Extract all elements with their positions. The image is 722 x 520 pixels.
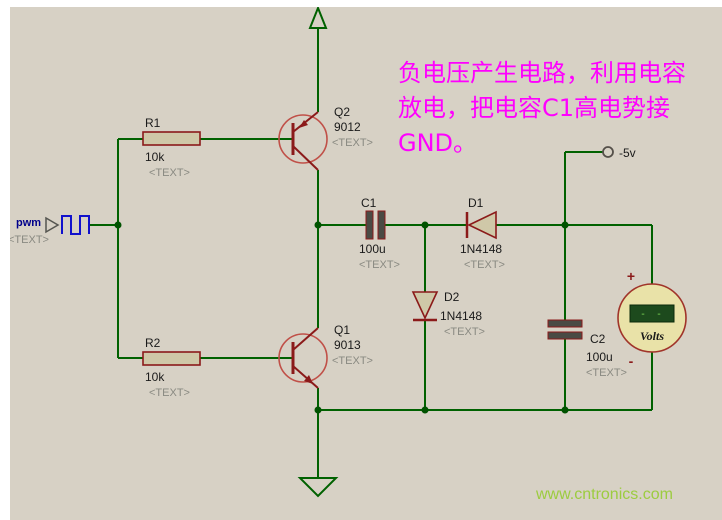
input-terminal-icon [45, 216, 60, 234]
cap-plate [547, 319, 583, 328]
emitter-arm [292, 365, 319, 389]
cap-plate [365, 210, 374, 240]
d2-ref: D2 [444, 290, 460, 304]
terminal-label: -5v [619, 146, 636, 160]
transistor-q1: Q1 9013 <TEXT> [278, 323, 373, 389]
d1-ref: D1 [468, 196, 484, 210]
resistor-body [142, 131, 201, 146]
c1-value: 100u [359, 242, 386, 256]
q2-value: 9012 [334, 120, 361, 134]
r2-ref: R2 [145, 336, 161, 350]
page-margin-left [0, 0, 10, 520]
q1-text: <TEXT> [332, 355, 373, 367]
transistor-q2: Q2 9012 <TEXT> [278, 105, 373, 171]
d2-text: <TEXT> [444, 326, 485, 338]
transistor-circle [278, 114, 328, 164]
diode-d1: D1 1N4148 <TEXT> [460, 196, 505, 271]
collector-arm [292, 327, 319, 351]
pwm-input: pwm <TEXT> [8, 215, 90, 246]
annotation-line: 负电压产生电路，利用电容 [398, 59, 686, 87]
collector-arm [292, 145, 319, 171]
wire-net [90, 28, 653, 478]
r1-value: 10k [145, 150, 165, 164]
q1-ref: Q1 [334, 323, 350, 337]
terminal-circle-icon [602, 146, 614, 158]
r1-text: <TEXT> [149, 167, 190, 179]
r2-text: <TEXT> [149, 387, 190, 399]
annotation-text: 负电压产生电路，利用电容 放电，把电容C1高电势接 GND。 [398, 56, 718, 161]
junction-dots [114, 221, 569, 414]
q2-text: <TEXT> [332, 137, 373, 149]
ground-icon [297, 477, 339, 498]
meter-lcd [629, 304, 675, 323]
resistor-body [142, 351, 201, 366]
r1-ref: R1 [145, 116, 161, 130]
output-terminal: -5v [602, 146, 636, 160]
voltmeter: - - Volts + - [617, 268, 687, 369]
meter-display: - - [640, 309, 664, 320]
diode-d2: D2 1N4148 <TEXT> [411, 290, 485, 338]
page-margin-top [0, 0, 722, 7]
cap-plate [547, 331, 583, 340]
c1-text: <TEXT> [359, 259, 400, 271]
c2-value: 100u [586, 350, 613, 364]
capacitor-c2: C2 100u <TEXT> [547, 319, 627, 379]
pulse-waveform-icon [61, 215, 90, 235]
transistor-circle [278, 333, 328, 383]
diode-triangle [411, 291, 439, 320]
meter-minus-mark: - [629, 353, 634, 369]
capacitor-c1: C1 100u <TEXT> [359, 196, 400, 271]
pwm-text: <TEXT> [8, 234, 49, 246]
meter-unit-label: Volts [640, 329, 664, 343]
power-arrow-icon [308, 5, 328, 29]
diode-triangle [467, 210, 497, 240]
d1-text: <TEXT> [464, 259, 505, 271]
watermark: www.cntronics.com [536, 486, 673, 503]
c2-ref: C2 [590, 332, 606, 346]
c2-text: <TEXT> [586, 367, 627, 379]
d2-value: 1N4148 [440, 309, 482, 323]
resistor-r1: R1 10k <TEXT> [142, 116, 201, 179]
q2-ref: Q2 [334, 105, 350, 119]
r2-value: 10k [145, 370, 165, 384]
c1-ref: C1 [361, 196, 377, 210]
cap-plate [377, 210, 386, 240]
meter-plus-mark: + [627, 268, 635, 284]
resistor-r2: R2 10k <TEXT> [142, 336, 201, 399]
npn-arrow-icon [304, 375, 313, 384]
annotation-line: 放电，把电容C1高电势接 [398, 94, 671, 122]
pnp-arrow-icon [299, 120, 308, 128]
d1-value: 1N4148 [460, 242, 502, 256]
pwm-label: pwm [16, 217, 41, 229]
annotation-line: GND。 [398, 129, 478, 157]
q1-value: 9013 [334, 338, 361, 352]
